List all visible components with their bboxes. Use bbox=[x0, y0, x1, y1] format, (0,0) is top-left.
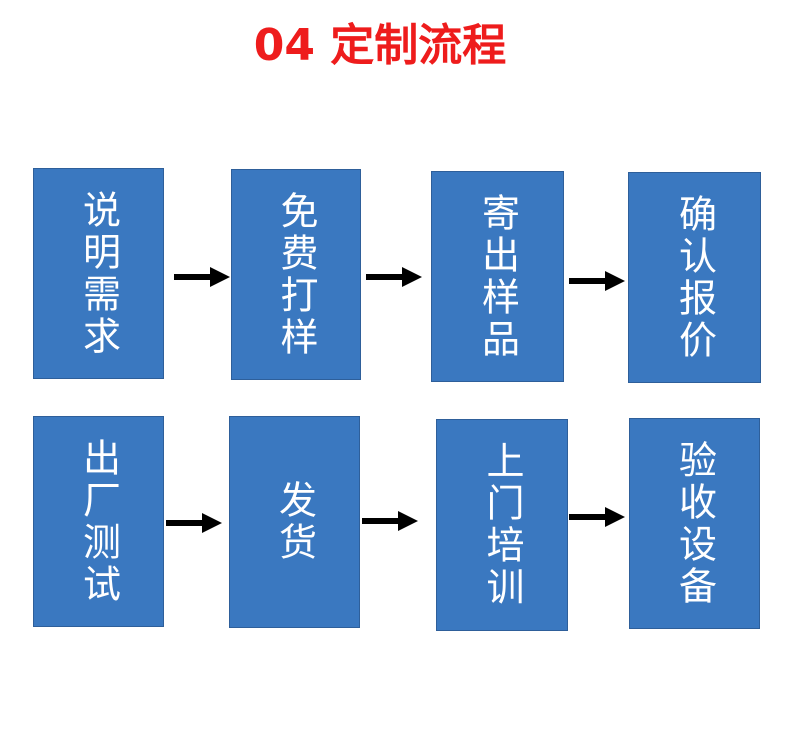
step-label: 免费打样 bbox=[274, 190, 318, 359]
step-label: 确认报价 bbox=[672, 193, 717, 362]
step-label: 出厂测试 bbox=[76, 437, 121, 606]
arrow-icon bbox=[174, 267, 230, 287]
arrow-icon bbox=[569, 507, 625, 527]
arrow-icon bbox=[366, 267, 422, 287]
step-box-7: 上门培训 bbox=[436, 419, 568, 631]
step-box-3: 寄出样品 bbox=[431, 171, 564, 382]
step-label: 说明需求 bbox=[76, 189, 121, 358]
arrow-icon bbox=[362, 511, 418, 531]
step-label: 上门培训 bbox=[480, 441, 524, 609]
step-label: 寄出样品 bbox=[475, 192, 520, 361]
arrow-icon bbox=[166, 513, 222, 533]
step-box-1: 说明需求 bbox=[33, 168, 164, 379]
page-title: 04 定制流程 bbox=[253, 20, 507, 71]
step-label: 发货 bbox=[272, 480, 317, 564]
step-box-5: 出厂测试 bbox=[33, 416, 164, 627]
step-label: 验收设备 bbox=[672, 439, 717, 608]
arrow-icon bbox=[569, 271, 625, 291]
step-box-8: 验收设备 bbox=[629, 418, 760, 629]
step-box-4: 确认报价 bbox=[628, 172, 761, 383]
step-box-2: 免费打样 bbox=[231, 169, 361, 380]
step-box-6: 发货 bbox=[229, 416, 360, 628]
